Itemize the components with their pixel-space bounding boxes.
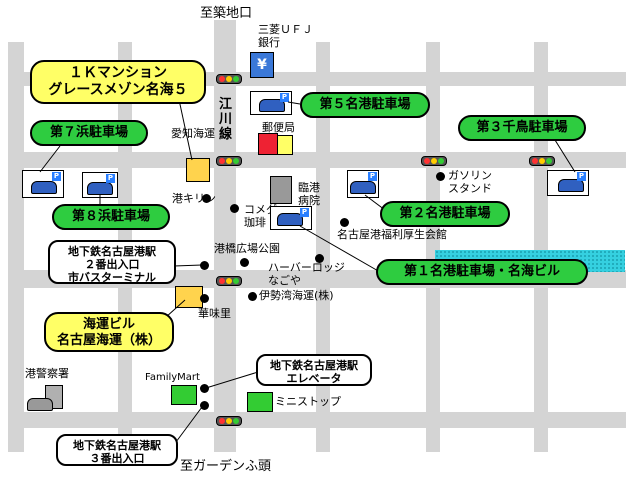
familymart-label: FamilyMart [145,372,200,383]
hospital-icon [270,176,292,204]
kamimi-dot [200,294,209,303]
exit2-callout: 地下鉄名古屋港駅 ２番出入口 市バスターミナル [48,240,176,284]
kirin-dot [202,194,211,203]
parking-5-icon: P [250,91,292,115]
parking-8-callout: 第８浜駐車場 [52,204,170,230]
pointer-exit2 [173,264,203,267]
north-direction-label: 至築地口 [200,6,253,21]
road [214,20,236,452]
bank-icon: ¥ [250,52,274,78]
parking-7-callout: 第７浜駐車場 [30,120,148,146]
ministop-store-icon [247,392,273,412]
familymart-store-icon [171,385,197,405]
road [8,412,626,428]
parking-5-callout: 第５名港駐車場 [300,92,430,118]
exit3-callout: 地下鉄名古屋港駅 ３番出入口 [56,434,178,466]
south-direction-label: 至ガーデンふ頭 [180,459,272,474]
gas-station-label: ガソリン スタンド [448,169,492,195]
parking-1-icon: P [270,206,312,230]
exit3-dot [200,401,209,410]
post-office-icon [258,133,278,155]
police-car-icon [27,398,53,411]
parking-2-icon: P [347,170,379,198]
traffic-light-icon [529,156,555,166]
bank-label: 三菱ＵＦＪ 銀行 [258,23,313,49]
park-label: 港橋広場公園 [214,242,280,255]
welfare-hall-label: 名古屋港福利厚生会館 [337,228,447,241]
parking-3-icon: P [547,170,589,196]
road [8,42,24,452]
elevator-dot [200,384,209,393]
komeda-dot [230,204,239,213]
aichi-kaiun-label: 愛知海運 [171,127,215,140]
road [426,42,440,452]
kaiun-building-icon [175,286,203,308]
traffic-light-icon [216,156,242,166]
hospital-label: 臨港 病院 [298,181,320,207]
traffic-light-icon [421,156,447,166]
road [8,152,626,168]
harbor-lodge-label: ハーバーロッジ なごや [268,261,345,287]
elevator-callout: 地下鉄名古屋港駅 エレベータ [256,354,372,386]
police-label: 港警察署 [25,367,69,380]
parking-8-icon: P [82,172,118,198]
parking-1-callout: 第１名港駐車場・名海ビル [376,259,588,285]
parking-2-callout: 第２名港駐車場 [380,201,510,227]
mansion-callout: １Ｋマンション グレースメゾン名海５ [30,60,206,104]
parking-7-icon: P [22,170,64,198]
post-office-label: 郵便局 [262,121,295,134]
river-line-label: 江 川 線 [219,97,233,142]
road [534,42,548,452]
welfare-dot [340,218,349,227]
traffic-light-icon [216,416,242,426]
post-office-building [277,135,293,155]
exit2-dot [200,261,209,270]
mansion-building-icon [186,158,210,182]
isewan-label: 伊勢湾海運(株) [259,289,334,302]
isewan-dot [248,292,257,301]
ministop-label: ミニストップ [275,395,341,408]
park-dot [240,258,249,267]
traffic-light-icon [216,276,242,286]
harbor-lodge-dot [315,254,324,263]
komeda-label: コメダ 珈琲 [244,203,277,229]
parking-3-callout: 第３千鳥駐車場 [458,115,586,141]
kaiun-callout: 海運ビル 名古屋海運（株） [44,312,174,352]
kamimi-label: 華味里 [198,307,231,320]
traffic-light-icon [216,74,242,84]
gas-station-dot [436,172,445,181]
